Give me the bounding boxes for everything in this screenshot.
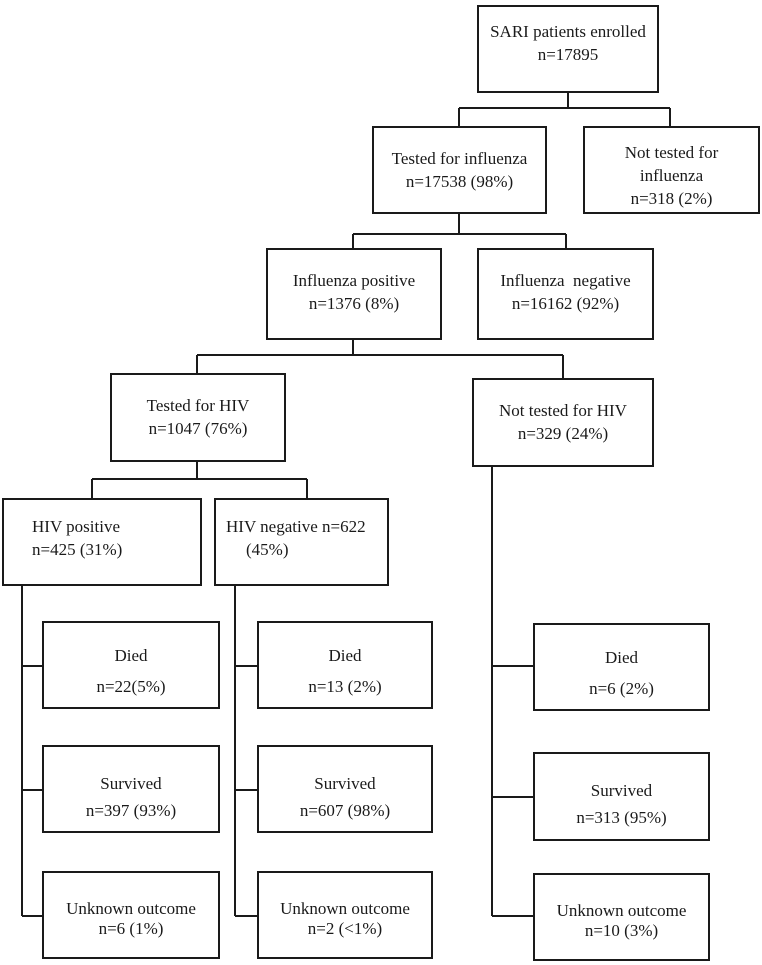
- node-count: n=318 (2%): [630, 188, 713, 208]
- hiv-positive-survived-box: Survived n=397 (93%): [42, 745, 220, 833]
- influenza-negative-box: Influenza negative n=16162 (92%): [477, 248, 654, 340]
- node-title: Unknown outcome: [280, 899, 410, 918]
- hiv-negative-survived-box: Survived n=607 (98%): [257, 745, 433, 833]
- node-count: n=10 (3%): [584, 921, 659, 941]
- node-count: n=329 (24%): [517, 423, 609, 443]
- hiv-negative-died-box: Died n=13 (2%): [257, 621, 433, 709]
- not-tested-hiv-survived-box: Survived n=313 (95%): [533, 752, 710, 841]
- hiv-positive-box: HIV positive n=425 (31%): [2, 498, 202, 586]
- node-title: Died: [328, 646, 362, 665]
- node-title: Not tested for HIV: [499, 401, 627, 420]
- node-count: n=17895: [537, 44, 599, 64]
- node-title: Unknown outcome: [556, 901, 687, 920]
- node-count: n=6 (2%): [589, 678, 654, 698]
- node-title: HIV positive: [32, 517, 120, 536]
- node-title: Tested for HIV: [146, 396, 250, 415]
- hiv-positive-unknown-box: Unknown outcome n=6 (1%): [42, 871, 220, 959]
- node-title: Influenza positive: [292, 271, 416, 290]
- hiv-negative-box: HIV negative n=622 (45%): [214, 498, 389, 586]
- node-title: HIV negative n=622: [226, 517, 366, 536]
- node-count: n=6 (1%): [98, 919, 164, 939]
- node-count: n=607 (98%): [299, 800, 391, 820]
- node-title: Not tested for influenza: [624, 143, 719, 185]
- node-count: n=397 (93%): [85, 800, 177, 820]
- hiv-positive-died-box: Died n=22(5%): [42, 621, 220, 709]
- node-title: Tested for influenza: [391, 149, 528, 168]
- node-title: Survived: [590, 781, 653, 800]
- node-title: Survived: [100, 774, 162, 793]
- not-tested-hiv-unknown-box: Unknown outcome n=10 (3%): [533, 873, 710, 961]
- node-count: n=425 (31%): [32, 539, 123, 559]
- node-count: n=13 (2%): [308, 676, 382, 696]
- node-title: Unknown outcome: [66, 899, 196, 918]
- node-count: n=16162 (92%): [511, 293, 620, 313]
- node-title: Influenza negative: [500, 271, 631, 290]
- influenza-positive-box: Influenza positive n=1376 (8%): [266, 248, 442, 340]
- not-tested-hiv-died-box: Died n=6 (2%): [533, 623, 710, 711]
- node-title: Survived: [314, 774, 376, 793]
- node-title: Died: [604, 648, 639, 667]
- node-count: n=1047 (76%): [148, 418, 248, 438]
- node-title: SARI patients enrolled: [490, 22, 646, 41]
- node-count: n=22(5%): [96, 676, 166, 696]
- node-count: n=1376 (8%): [308, 293, 400, 313]
- hiv-negative-unknown-box: Unknown outcome n=2 (<1%): [257, 871, 433, 959]
- node-count: n=17538 (98%): [405, 171, 514, 191]
- not-tested-influenza-box: Not tested for influenza n=318 (2%): [583, 126, 760, 214]
- node-count: n=313 (95%): [576, 807, 667, 827]
- node-count: (45%): [246, 539, 289, 559]
- tested-influenza-box: Tested for influenza n=17538 (98%): [372, 126, 547, 214]
- not-tested-hiv-box: Not tested for HIV n=329 (24%): [472, 378, 654, 467]
- node-title: Died: [114, 646, 148, 665]
- tested-hiv-box: Tested for HIV n=1047 (76%): [110, 373, 286, 462]
- sari-enrolled-box: SARI patients enrolled n=17895: [477, 5, 659, 93]
- node-count: n=2 (<1%): [307, 919, 383, 939]
